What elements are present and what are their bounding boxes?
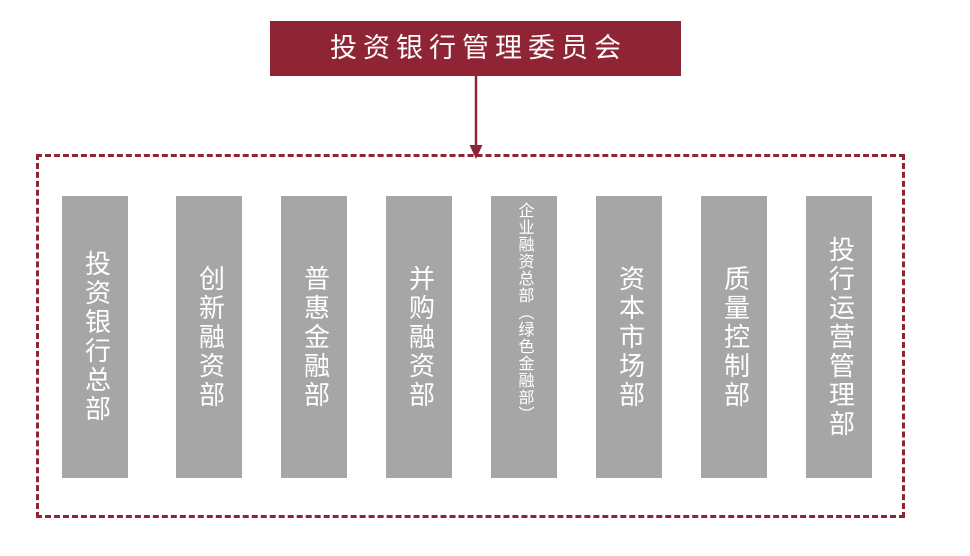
department-box-innovation-financing[interactable]: 创新融资部 (176, 196, 242, 478)
down-arrow-icon (469, 76, 483, 159)
department-box-ib-operations-management[interactable]: 投行运营管理部 (806, 196, 872, 478)
department-label: 并购融资部 (404, 264, 435, 410)
department-label: 资本市场部 (614, 264, 645, 410)
department-label: 普惠金融部 (299, 264, 330, 410)
department-box-capital-markets[interactable]: 资本市场部 (596, 196, 662, 478)
department-box-inclusive-finance[interactable]: 普惠金融部 (281, 196, 347, 478)
department-label: 创新融资部 (194, 264, 225, 410)
department-label: 投行运营管理部 (824, 235, 855, 439)
departments-row: 投资银行总部 创新融资部 普惠金融部 并购融资部 企业融资总部（绿色金融部） 资… (62, 196, 882, 478)
department-box-quality-control[interactable]: 质量控制部 (701, 196, 767, 478)
page-title: 投资银行管理委员会 (330, 33, 627, 64)
department-label: 质量控制部 (719, 264, 750, 410)
department-box-investment-banking-hq[interactable]: 投资银行总部 (62, 196, 128, 478)
departments-group-border (36, 154, 905, 518)
department-box-ma-financing[interactable]: 并购融资部 (386, 196, 452, 478)
department-label: 投资银行总部 (80, 250, 111, 424)
department-box-corporate-finance-green[interactable]: 企业融资总部（绿色金融部） (491, 196, 557, 478)
department-label: 企业融资总部（绿色金融部） (515, 202, 535, 423)
committee-title-box: 投资银行管理委员会 (270, 21, 681, 76)
